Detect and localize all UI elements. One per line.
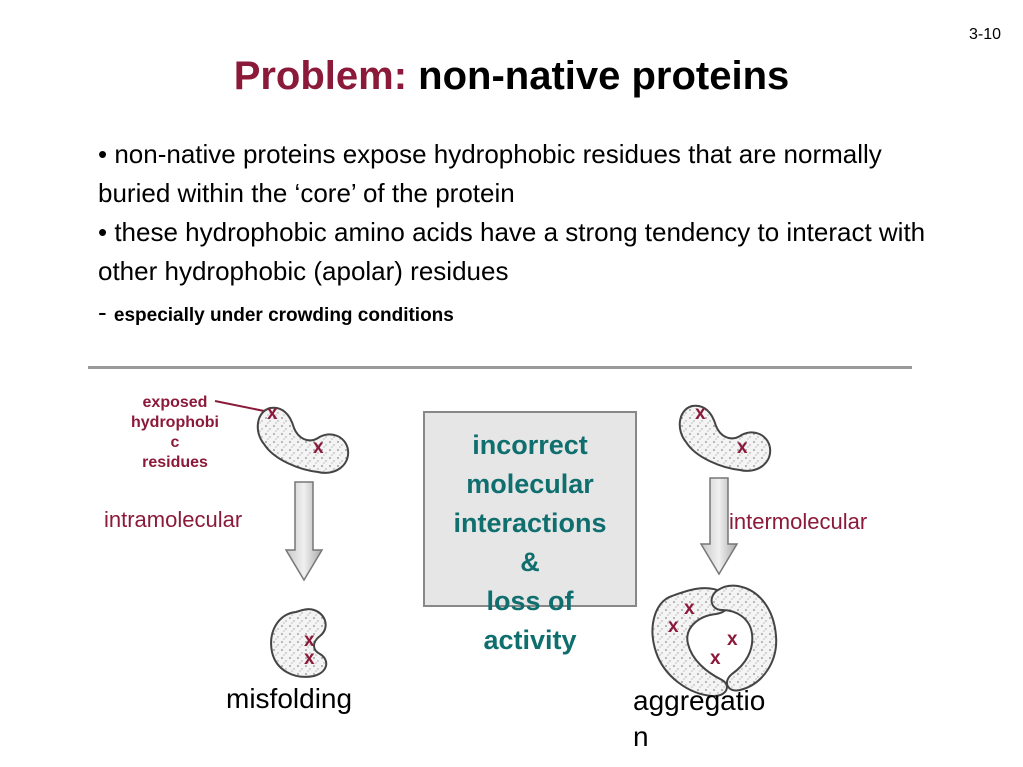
exposed-label-line: hydrophobi: [131, 414, 219, 431]
sub-bullet: - especially under crowding conditions: [98, 293, 958, 335]
sub-bullet-text: especially under crowding conditions: [113, 305, 454, 326]
bullet-item: • non-native proteins expose hydrophobic…: [98, 139, 882, 208]
sub-bullet-dash: -: [98, 297, 107, 327]
center-line: &: [520, 547, 540, 577]
hydrophobic-marker: x: [695, 403, 706, 424]
bullet-item: • these hydrophobic amino acids have a s…: [98, 217, 926, 286]
hydrophobic-marker: x: [304, 630, 315, 651]
hydrophobic-marker: x: [668, 616, 679, 637]
exposed-label-line: residues: [142, 454, 208, 471]
misfolding-label: misfolding: [226, 683, 353, 714]
hydrophobic-marker: x: [313, 437, 324, 458]
center-line: molecular: [466, 469, 594, 499]
bullet-list: • non-native proteins expose hydrophobic…: [98, 135, 958, 335]
intramolecular-label: intramolecular: [104, 507, 243, 532]
center-line: interactions: [453, 508, 607, 538]
exposed-residues-label: exposed hydrophobi c residues: [110, 393, 240, 473]
unfolded-protein-left: [256, 406, 350, 474]
unfolded-protein-right: [678, 404, 772, 472]
aggregation-label: aggregatio n: [633, 683, 765, 755]
hydrophobic-marker: x: [304, 648, 315, 669]
hydrophobic-marker: x: [737, 437, 748, 458]
aggregation-line: n: [633, 721, 649, 752]
hydrophobic-marker: x: [684, 598, 695, 619]
hydrophobic-marker: x: [267, 403, 278, 424]
aggregate-protein-b: [710, 584, 778, 692]
center-line: loss of: [486, 586, 574, 616]
center-line: incorrect: [472, 430, 588, 460]
slide-title: Problem: non-native proteins: [0, 54, 1023, 99]
intermolecular-label: intermolecular: [729, 509, 868, 534]
hydrophobic-marker: x: [710, 648, 721, 669]
title-lead: Problem:: [233, 54, 408, 98]
center-line: activity: [483, 625, 577, 655]
divider: [88, 366, 912, 369]
arrow-down-right: [699, 477, 739, 576]
page-number: 3-10: [968, 26, 1001, 43]
center-box: [423, 411, 637, 607]
hydrophobic-marker: x: [727, 629, 738, 650]
misfolded-protein: [270, 608, 328, 678]
exposed-label-line: c: [170, 434, 180, 451]
title-rest: non-native proteins: [407, 54, 790, 98]
center-box-text: incorrect molecular interactions & loss …: [418, 426, 642, 660]
aggregation-line: aggregatio: [633, 685, 766, 716]
exposed-label-line: exposed: [142, 394, 208, 411]
arrow-down-left: [284, 481, 324, 582]
